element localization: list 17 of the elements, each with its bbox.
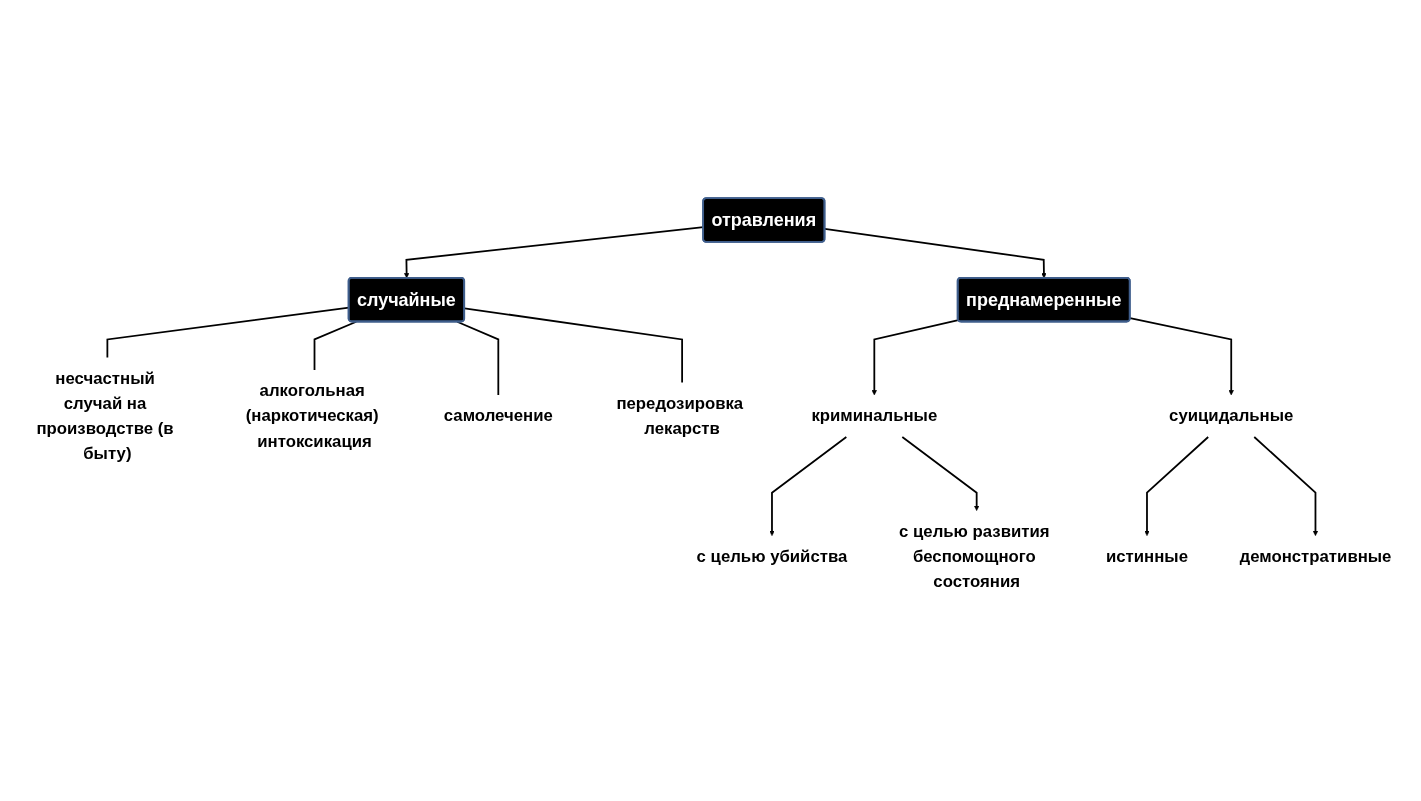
node-text: несчастный случай на производстве (в быту) (36, 368, 174, 463)
arrow (1253, 436, 1319, 537)
node-text: алкогольная (наркотическая) интоксикация (245, 381, 379, 451)
arrow (901, 436, 980, 511)
node-text: с целью развития беспомощного состояния (899, 522, 1050, 591)
node-text: суицидальные (1169, 406, 1294, 426)
node-text: истинные (1105, 547, 1188, 566)
arrow (1144, 436, 1210, 537)
node-text: передозировка лекарств (616, 393, 744, 438)
connector (456, 320, 500, 396)
node-text: демонстративные (1239, 547, 1392, 566)
arrow (769, 436, 848, 537)
node-text: с целью убийства (696, 547, 848, 566)
arrow (1129, 317, 1234, 396)
arrow (871, 319, 960, 396)
node-text: криминальные (811, 406, 938, 426)
node-text: самолечение (443, 406, 553, 426)
